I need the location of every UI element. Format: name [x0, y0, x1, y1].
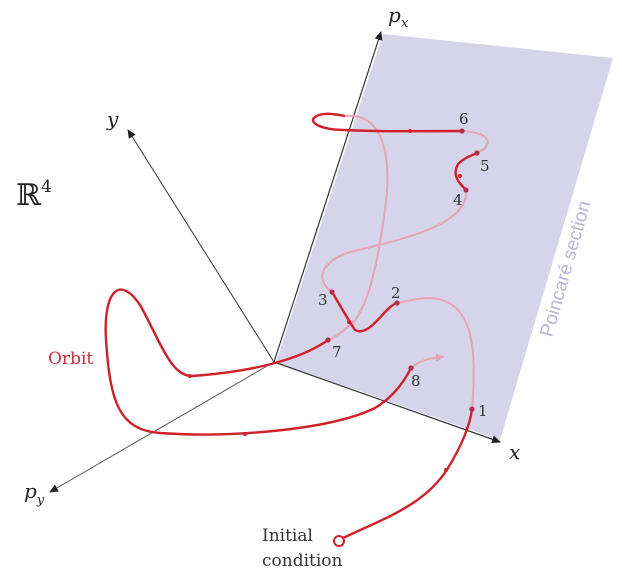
point-label-6: 6: [459, 110, 469, 128]
initial-condition-marker: [333, 535, 345, 547]
orbit-label: Orbit: [48, 349, 93, 369]
point-label-7: 7: [332, 343, 342, 361]
y-axis: [127, 129, 275, 363]
py-axis: [49, 361, 275, 493]
point-label-1: 1: [478, 402, 488, 420]
y-axis-label: y: [106, 107, 119, 131]
orbit-direction-arrows: [188, 129, 462, 472]
orbit-hidden-segments: [321, 114, 489, 410]
crossing-point-dots: [325, 128, 480, 412]
initial-condition-label: Initial condition: [262, 526, 343, 571]
point-label-8: 8: [411, 372, 421, 390]
py-axis-label: py: [24, 479, 45, 508]
point-label-3: 3: [318, 291, 328, 309]
point-label-2: 2: [391, 284, 401, 302]
point-label-5: 5: [480, 157, 490, 175]
space-label: ℝ4: [16, 177, 52, 213]
poincare-section-plane: [276, 34, 613, 440]
orbit: [104, 112, 478, 540]
point-label-4: 4: [453, 191, 463, 209]
x-axis: [273, 361, 501, 444]
x-axis-label: x: [509, 440, 520, 464]
px-axis-label: px: [388, 3, 409, 31]
px-axis: [273, 31, 383, 363]
